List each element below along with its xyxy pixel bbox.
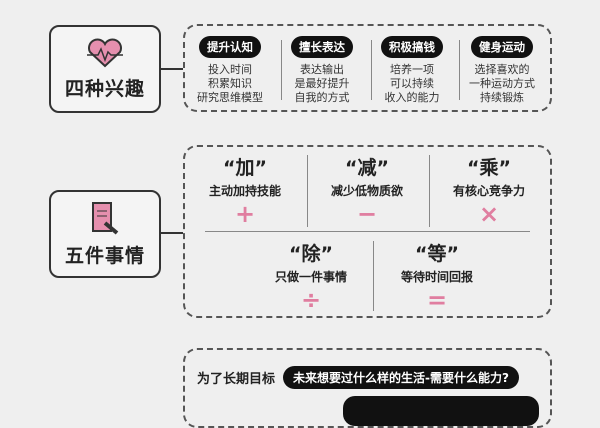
interest-desc: 是最好提升	[294, 77, 350, 90]
interest-desc: 培养一项	[390, 63, 434, 76]
interest-item: 积极搞钱培养一项可以持续收入的能力	[367, 36, 457, 105]
interest-desc: 研究思维模型	[197, 91, 263, 104]
interest-desc: 持续锻炼	[480, 91, 524, 104]
thing-title: “乘”	[467, 157, 511, 179]
connector	[161, 232, 183, 234]
thing-desc: 等待时间回报	[400, 270, 473, 284]
things-card: 五件事情	[49, 190, 161, 278]
goal-row: 为了长期目标 未来想要过什么样的生活-需要什么能力?	[197, 366, 519, 389]
interest-item: 提升认知投入时间积累知识研究思维模型	[185, 36, 275, 105]
heart-pulse-icon	[87, 38, 123, 67]
thing-item: “乘” 有核心竞争力 ×	[429, 153, 549, 227]
thing-desc: 有核心竞争力	[452, 184, 525, 198]
interests-panel: 提升认知投入时间积累知识研究思维模型 擅长表达表达输出是最好提升自我的方式 积极…	[183, 24, 552, 112]
interest-desc: 表达输出	[300, 63, 344, 76]
thing-desc: 减少低物质欲	[330, 184, 403, 198]
equals-icon: =	[426, 286, 448, 314]
interest-item: 健身运动选择喜欢的一种运动方式持续锻炼	[457, 36, 547, 105]
goal-next-pill	[343, 396, 539, 426]
document-pen-icon	[92, 201, 119, 235]
thing-desc: 只做一件事情	[274, 270, 347, 284]
interest-tag: 提升认知	[199, 36, 261, 58]
thing-item: “减” 减少低物质欲 −	[307, 153, 427, 227]
goal-question: 未来想要过什么样的生活-需要什么能力?	[283, 366, 519, 389]
goal-panel: 为了长期目标 未来想要过什么样的生活-需要什么能力?	[183, 348, 552, 428]
thing-title: “除”	[289, 243, 333, 265]
plus-icon: +	[234, 200, 256, 228]
interests-card: 四种兴趣	[49, 25, 161, 113]
interest-desc: 积累知识	[208, 77, 252, 90]
thing-desc: 主动加持技能	[208, 184, 281, 198]
connector	[161, 68, 183, 70]
thing-item: “加” 主动加持技能 +	[185, 153, 305, 227]
interests-title: 四种兴趣	[64, 77, 145, 100]
multiply-icon: ×	[478, 200, 500, 228]
thing-item: “除” 只做一件事情 ÷	[251, 239, 371, 313]
divider	[459, 40, 460, 100]
interest-tag: 擅长表达	[291, 36, 353, 58]
divider	[307, 155, 308, 227]
interest-desc: 可以持续	[390, 77, 434, 90]
interest-tag: 健身运动	[471, 36, 533, 58]
divide-icon: ÷	[300, 286, 322, 314]
interest-tag: 积极搞钱	[381, 36, 443, 58]
divider	[429, 155, 430, 227]
interest-desc: 选择喜欢的	[474, 63, 530, 76]
interest-desc: 投入时间	[208, 63, 252, 76]
thing-item: “等” 等待时间回报 =	[377, 239, 497, 313]
thing-title: “等”	[415, 243, 459, 265]
divider	[281, 40, 282, 100]
divider	[373, 241, 374, 311]
interest-desc: 自我的方式	[294, 91, 350, 104]
goal-label: 为了长期目标	[197, 372, 276, 387]
interest-item: 擅长表达表达输出是最好提升自我的方式	[277, 36, 367, 105]
interest-desc: 收入的能力	[384, 91, 440, 104]
thing-title: “加”	[223, 157, 267, 179]
thing-title: “减”	[345, 157, 389, 179]
minus-icon: −	[356, 200, 378, 228]
things-panel: “加” 主动加持技能 + “减” 减少低物质欲 − “乘” 有核心竞争力 × “除” 只做一件…	[183, 145, 552, 318]
divider	[205, 231, 530, 232]
things-title: 五件事情	[64, 244, 145, 267]
divider	[371, 40, 372, 100]
interest-desc: 一种运动方式	[469, 77, 535, 90]
